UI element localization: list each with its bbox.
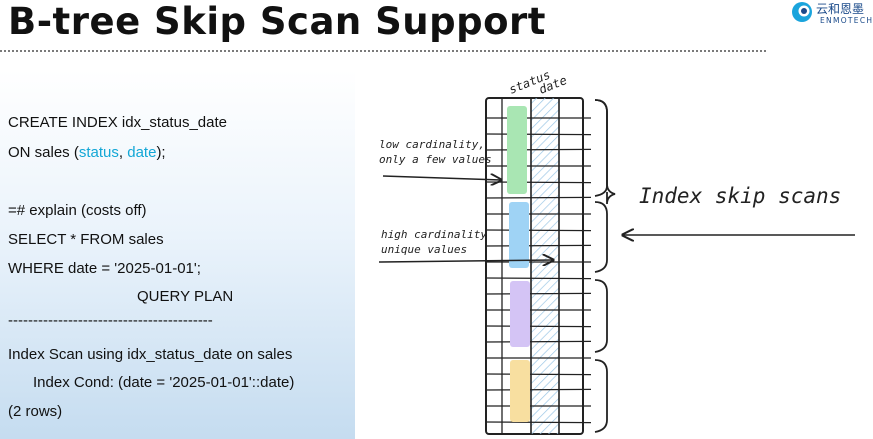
index-row-line: [485, 325, 592, 328]
status-group-1: [507, 106, 527, 194]
arrow-high-cardinality: [378, 260, 553, 262]
brand-logo: 云和恩墨 ENMOTECH: [790, 0, 873, 30]
sql-code-panel: CREATE INDEX idx_status_date ON sales (s…: [0, 70, 355, 439]
note-high-cardinality-1: high cardinality: [381, 228, 487, 241]
note-low-cardinality-1: low cardinality,: [379, 138, 485, 151]
index-row-line: [485, 388, 592, 391]
where-line: WHERE date = '2025-01-01';: [8, 260, 201, 277]
arrow-low-cardinality: [382, 176, 501, 180]
plan-divider: ----------------------------------------…: [8, 312, 213, 329]
note-low-cardinality-2: only a few values: [379, 153, 492, 166]
select-line: SELECT * FROM sales: [8, 231, 164, 248]
brace-group-3: [594, 279, 608, 353]
index-row-line: [485, 340, 592, 343]
on-columns-line: ON sales (status, date);: [8, 144, 166, 161]
enmotech-logo-icon: [792, 2, 812, 22]
brace-group-2: [594, 201, 608, 273]
query-plan-header: QUERY PLAN: [137, 288, 234, 305]
index-row-lines: [485, 117, 592, 424]
status-group-4: [510, 360, 530, 422]
title-divider: [0, 50, 766, 52]
index-row-line: [485, 277, 592, 280]
status-group-2: [509, 202, 529, 268]
page-title: B-tree Skip Scan Support: [8, 0, 546, 43]
note-high-cardinality-2: unique values: [381, 243, 467, 256]
index-row-line: [485, 244, 592, 247]
rows-count: (2 rows): [8, 403, 63, 420]
brace-group-1: [594, 99, 616, 205]
index-row-line: [485, 133, 592, 136]
index-row-line: [485, 373, 592, 376]
plan-index-scan: Index Scan using idx_status_date on sale…: [8, 346, 293, 363]
brand-name-en: ENMOTECH: [820, 16, 873, 25]
status-group-3: [510, 281, 530, 347]
index-row-line: [485, 229, 592, 232]
index-row-line: [485, 181, 592, 184]
skip-scan-diagram: status date low cardinality, only a few …: [373, 66, 873, 439]
diagram-canvas: status date low cardinality, only a few …: [378, 68, 855, 435]
on-prefix: ON sales (: [8, 144, 79, 161]
column-date: date: [127, 144, 157, 161]
on-suffix: );: [156, 144, 166, 161]
index-row-line: [485, 421, 592, 424]
plan-index-cond: Index Cond: (date = '2025-01-01'::date): [33, 374, 295, 391]
column-status: status: [78, 144, 119, 161]
column-separator: ,: [118, 144, 128, 161]
explain-line: =# explain (costs off): [8, 202, 147, 219]
date-hatch-column: [531, 98, 559, 434]
create-index-line: CREATE INDEX idx_status_date: [8, 114, 227, 131]
index-row-line: [485, 292, 592, 295]
index-row-line: [485, 148, 592, 151]
brand-name-cn: 云和恩墨: [816, 2, 865, 16]
index-row-line: [485, 196, 592, 199]
brace-group-4: [594, 359, 608, 433]
index-skip-scans-label: Index skip scans: [639, 184, 841, 208]
